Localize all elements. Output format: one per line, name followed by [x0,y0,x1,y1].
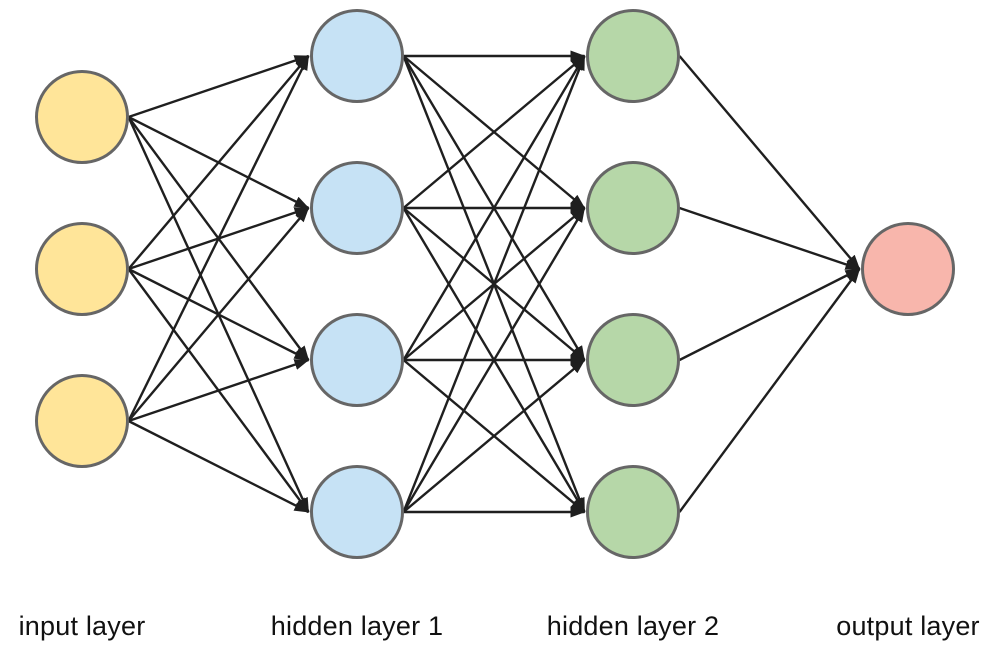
edge-input-to-hidden1 [127,207,310,422]
layer-label-hidden2: hidden layer 2 [546,611,720,641]
edge-hidden2-to-output [678,268,861,513]
node-input-3 [35,374,129,468]
edge-input-to-hidden1 [128,54,310,119]
node-hidden1-2 [310,161,404,255]
edge-hidden1-to-hidden2 [402,55,586,513]
edge-hidden2-to-output [679,206,861,271]
node-hidden2-4 [586,465,680,559]
node-output-1 [861,222,955,316]
edge-hidden1-to-hidden2 [402,207,586,513]
node-hidden1-1 [310,9,404,103]
node-input-2 [35,222,129,316]
node-hidden2-1 [586,9,680,103]
edge-input-to-hidden1 [127,55,310,422]
node-hidden1-4 [310,465,404,559]
edge-hidden1-to-hidden2 [402,55,586,209]
edge-input-to-hidden1 [127,55,310,270]
edge-hidden1-to-hidden2 [402,359,586,513]
node-input-1 [35,70,129,164]
edge-hidden2-to-output [678,267,861,362]
node-hidden1-3 [310,313,404,407]
node-hidden2-2 [586,161,680,255]
layer-label-output: output layer [836,611,980,641]
layer-label-hidden1: hidden layer 1 [270,611,444,641]
node-hidden2-3 [586,313,680,407]
edge-input-to-hidden1 [127,419,310,514]
layer-label-input: input layer [18,611,146,641]
edge-hidden1-to-hidden2 [402,55,586,361]
edge-hidden2-to-output [678,55,861,270]
edge-input-to-hidden1 [128,358,310,423]
